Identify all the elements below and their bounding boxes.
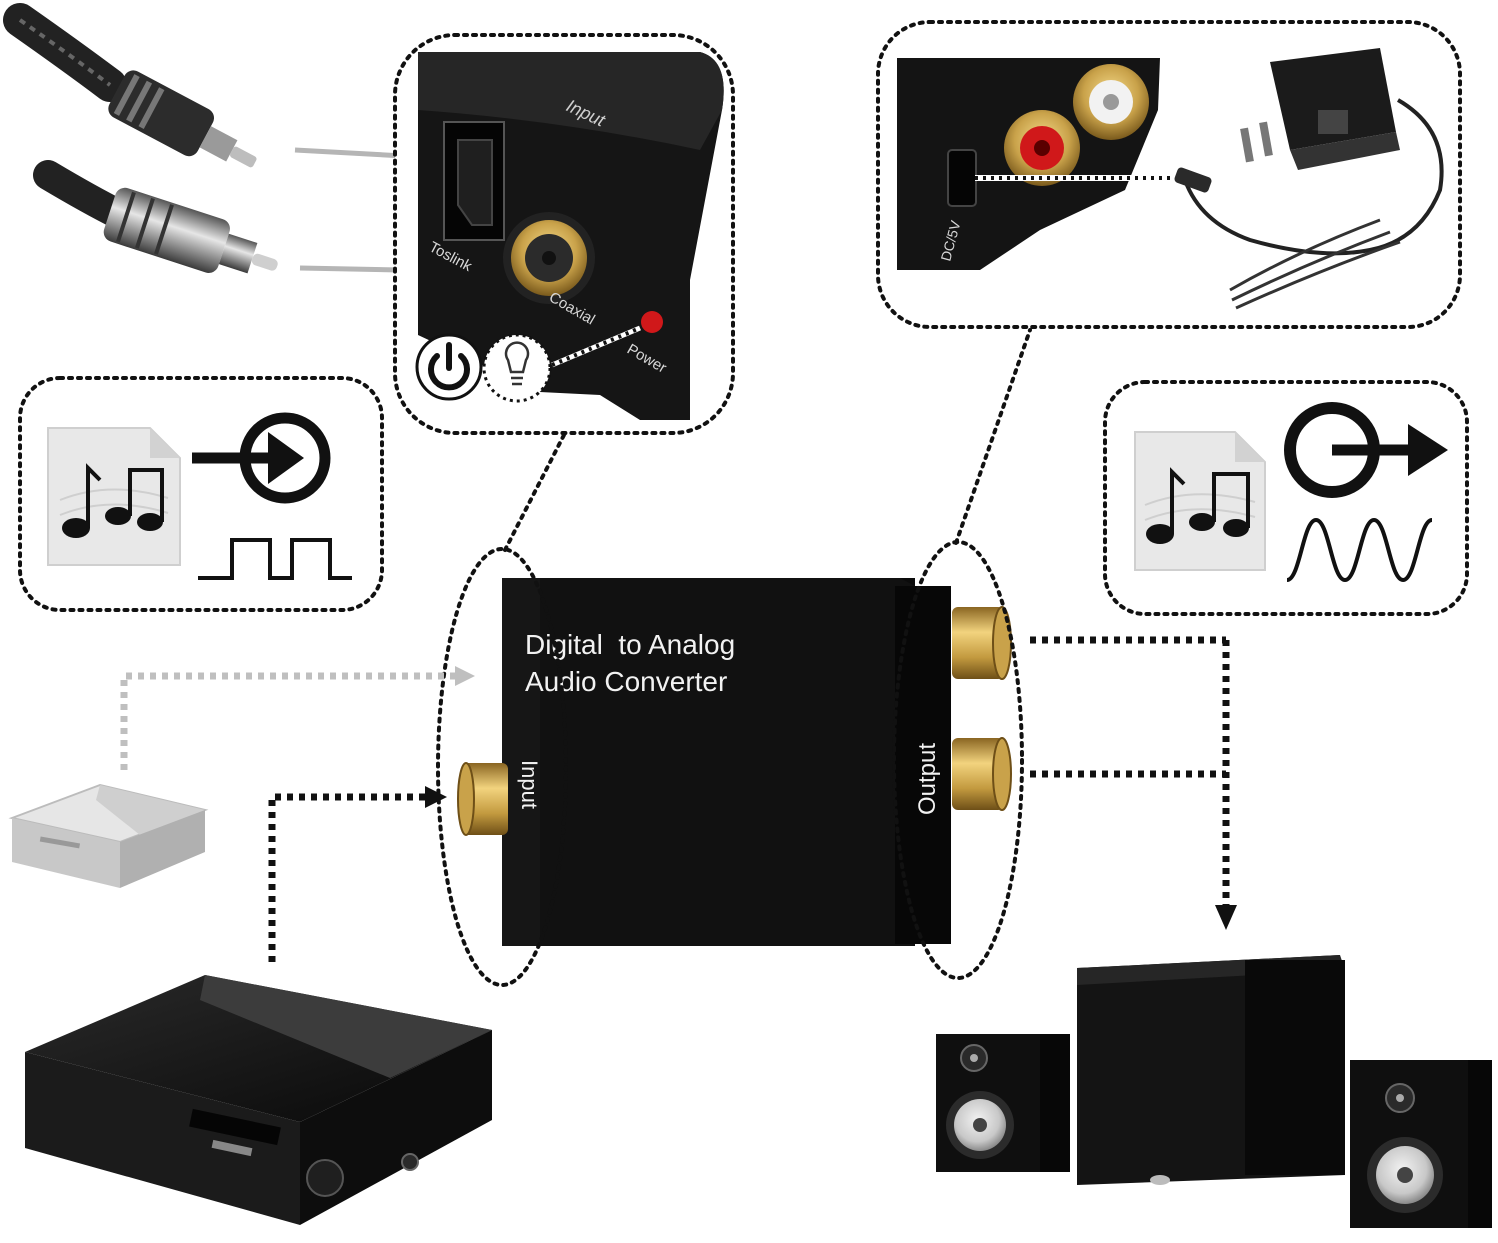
- analog-wave-icon: [1286, 517, 1433, 583]
- music-file-icon: [1134, 431, 1266, 571]
- converter-title-line1: Digital to Analog: [525, 629, 735, 660]
- power-supply-callout: DC/5V: [876, 20, 1462, 329]
- grey-input-connection: [120, 666, 475, 770]
- output-connection: [1030, 636, 1237, 930]
- power-adapter-icon: [1174, 48, 1444, 310]
- coaxial-cable-icon: [33, 160, 278, 274]
- bulb-icon: [482, 333, 552, 403]
- digital-wave-icon: [198, 538, 352, 580]
- subwoofer-icon: [1077, 955, 1345, 1185]
- output-rca-jack-left-icon: [952, 606, 1012, 680]
- dac-converter-box: Digital to Analog Audio Converter Input …: [457, 578, 1012, 946]
- power-icon: [415, 333, 483, 401]
- rca-red-port-icon: [1004, 110, 1080, 186]
- input-rca-jack-icon: [457, 762, 508, 836]
- rca-white-port-icon: [1073, 64, 1149, 140]
- set-top-box-grey-icon: [8, 783, 209, 888]
- toslink-port-icon: [443, 121, 505, 241]
- input-highlight-ellipse: [436, 547, 568, 987]
- converter-title-line2: Audio Converter: [525, 666, 727, 697]
- analog-output-callout: [1103, 380, 1469, 616]
- black-input-connection: [268, 786, 447, 962]
- music-file-icon: [47, 427, 181, 566]
- converter-output-label: Output: [914, 743, 941, 815]
- right-speaker-icon: [1350, 1060, 1492, 1228]
- coaxial-port-icon: [503, 212, 595, 304]
- digital-input-callout: [18, 376, 384, 612]
- converter-input-label: Input: [517, 760, 542, 809]
- left-speaker-icon: [936, 1034, 1070, 1172]
- signal-output-icon: [1284, 402, 1448, 498]
- dvd-player-icon: [25, 975, 492, 1225]
- output-rca-jack-right-icon: [952, 737, 1012, 811]
- input-panel-callout: Input Toslink Coaxial Power: [393, 33, 735, 435]
- toslink-cable-icon: [3, 3, 257, 168]
- power-led: [641, 311, 663, 333]
- signal-input-icon: [192, 412, 331, 504]
- dc-jack-icon: [947, 149, 977, 207]
